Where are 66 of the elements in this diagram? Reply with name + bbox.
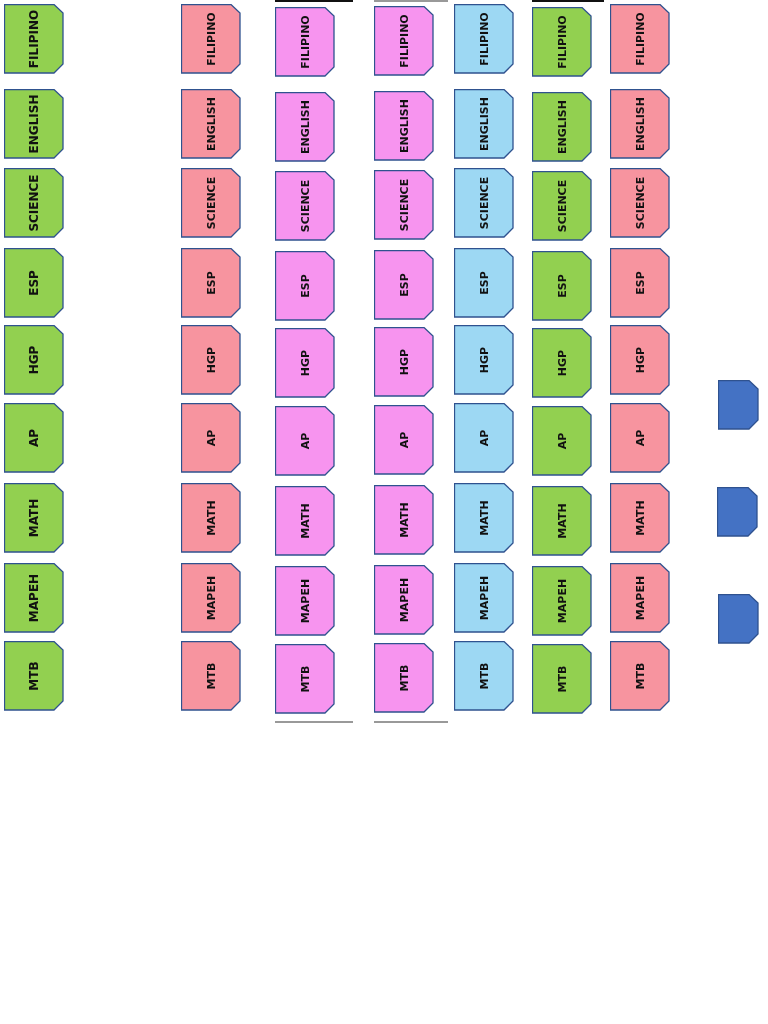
subject-tab: ENGLISH — [181, 89, 241, 159]
subject-tab: MTB — [532, 644, 592, 714]
subject-tab: HGP — [4, 325, 64, 395]
subject-tab: HGP — [181, 325, 241, 395]
subject-tab: HGP — [610, 325, 670, 395]
subject-tab: ENGLISH — [532, 92, 592, 162]
subject-tab: AP — [275, 406, 335, 476]
subject-tab: SCIENCE — [275, 171, 335, 241]
subject-tab: MATH — [374, 485, 434, 555]
subject-tab: FILIPINO — [4, 4, 64, 74]
subject-tab: MATH — [454, 483, 514, 553]
subject-tab: ESP — [610, 248, 670, 318]
blank-tab — [718, 380, 759, 430]
subject-tab: HGP — [532, 328, 592, 398]
subject-tab: MTB — [374, 643, 434, 713]
subject-tab: MTB — [181, 641, 241, 711]
subject-tab: SCIENCE — [610, 168, 670, 238]
subject-tab: FILIPINO — [610, 4, 670, 74]
subject-tab: MATH — [610, 483, 670, 553]
subject-tab: FILIPINO — [275, 7, 335, 77]
subject-tab: MATH — [181, 483, 241, 553]
subject-tab: ESP — [374, 250, 434, 320]
subject-tab: MAPEH — [454, 563, 514, 633]
subject-tab: SCIENCE — [374, 170, 434, 240]
subject-tab: ESP — [275, 251, 335, 321]
subject-tab: AP — [610, 403, 670, 473]
subject-tab: MAPEH — [4, 563, 64, 633]
subject-tab: MTB — [275, 644, 335, 714]
subject-tab: FILIPINO — [374, 6, 434, 76]
subject-tab: MAPEH — [374, 565, 434, 635]
subject-tab: AP — [532, 406, 592, 476]
subject-tab: ENGLISH — [454, 89, 514, 159]
subject-tab: ENGLISH — [610, 89, 670, 159]
subject-tab: FILIPINO — [181, 4, 241, 74]
subject-tab: ENGLISH — [4, 89, 64, 159]
subject-tab: FILIPINO — [454, 4, 514, 74]
subject-tab: HGP — [374, 327, 434, 397]
subject-tab: MATH — [4, 483, 64, 553]
subject-tab: SCIENCE — [532, 171, 592, 241]
subject-tab: AP — [454, 403, 514, 473]
subject-tab: AP — [181, 403, 241, 473]
subject-tab: MAPEH — [610, 563, 670, 633]
subject-tab: MTB — [4, 641, 64, 711]
subject-tab: MAPEH — [181, 563, 241, 633]
subject-tab: MAPEH — [532, 566, 592, 636]
subject-tab: SCIENCE — [454, 168, 514, 238]
subject-tab: HGP — [454, 325, 514, 395]
subject-tab: SCIENCE — [181, 168, 241, 238]
subject-tab: ESP — [532, 251, 592, 321]
subject-tab: FILIPINO — [532, 7, 592, 77]
subject-tab: SCIENCE — [4, 168, 64, 238]
subject-tab: MATH — [532, 486, 592, 556]
subject-tab: ESP — [4, 248, 64, 318]
subject-tab: MTB — [610, 641, 670, 711]
subject-tab: ESP — [181, 248, 241, 318]
blank-tab — [718, 594, 759, 644]
subject-tab: MAPEH — [275, 566, 335, 636]
subject-tab: MTB — [454, 641, 514, 711]
blank-tab — [717, 487, 758, 537]
subject-tab: AP — [4, 403, 64, 473]
subject-tab: HGP — [275, 328, 335, 398]
subject-tab: AP — [374, 405, 434, 475]
subject-tab: ENGLISH — [374, 91, 434, 161]
subject-tab: MATH — [275, 486, 335, 556]
subject-tab: ESP — [454, 248, 514, 318]
subject-tab: ENGLISH — [275, 92, 335, 162]
